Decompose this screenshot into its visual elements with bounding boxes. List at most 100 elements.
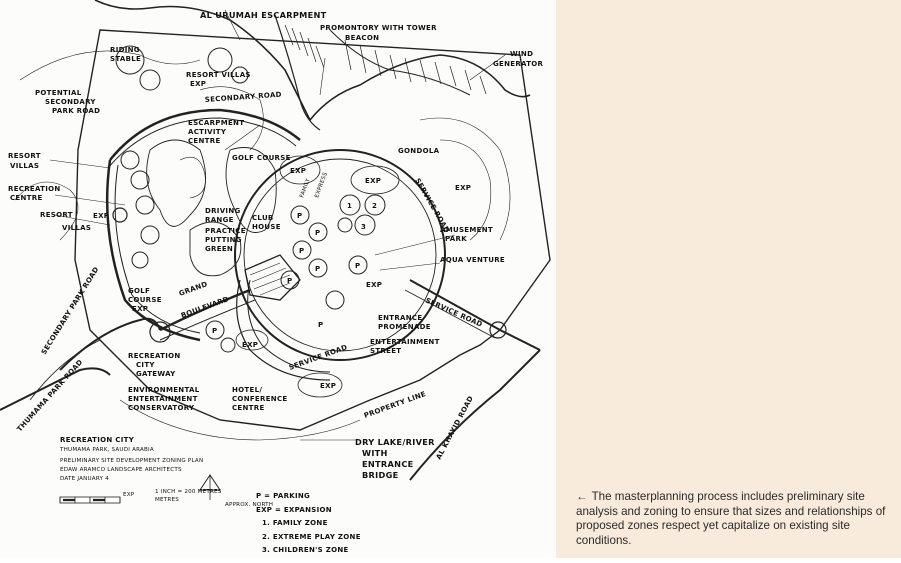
label-recreation-city-gateway-1: RECREATION [128, 352, 181, 360]
label-recreation-city-gateway-2: CITY [136, 361, 155, 369]
figure-caption: ←The masterplanning process includes pre… [576, 490, 894, 548]
label-grand-boulevard-2: BOULEVARD [180, 295, 230, 320]
label-p-7: P [318, 321, 323, 329]
label-amusement-park-1: AMUSEMENT [440, 226, 493, 234]
label-escarpment-activity-1: ESCARPMENT [188, 119, 244, 127]
label-amusement-park-2: PARK [445, 235, 467, 243]
label-service-road-e: SERVICE ROAD [424, 297, 484, 329]
scale-exp-label: EXP [123, 492, 135, 498]
legend-zone-3: 3. CHILDREN'S ZONE [262, 546, 349, 554]
label-golf-course-exp-2: COURSE [128, 296, 162, 304]
label-resort-villas-1: RESORT [8, 152, 41, 160]
scale-note-2: METRES [155, 497, 179, 503]
label-hotel-2: CONFERENCE [232, 395, 287, 403]
label-p-4: P [315, 265, 320, 273]
label-exp-west: EXP [93, 212, 109, 220]
label-express: EXPRESS [314, 171, 329, 198]
zone-number-2: 2 [372, 202, 377, 210]
label-resort-villas-w-2: VILLAS [62, 224, 91, 232]
label-club-house-2: HOUSE [252, 223, 281, 231]
label-p-3: P [299, 247, 304, 255]
label-wind-1: WIND [510, 50, 533, 58]
label-recreation-centre-2: CENTRE [10, 194, 43, 202]
legend-expansion: EXP = EXPANSION [256, 506, 332, 514]
caption-text: The masterplanning process includes prel… [576, 490, 886, 547]
label-practice-putting-3: GREEN [205, 245, 233, 253]
label-exp-east: EXP [455, 184, 471, 192]
legend-zone-1: 1. FAMILY ZONE [262, 519, 328, 527]
caption-panel: ←The masterplanning process includes pre… [556, 0, 901, 558]
label-escarpment-activity-2: ACTIVITY [188, 128, 227, 136]
label-property-line: PROPERTY LINE [363, 390, 427, 420]
title-line-1: RECREATION CITY [60, 436, 135, 444]
label-exp-north: EXP [290, 167, 306, 175]
label-p-5: P [287, 277, 292, 285]
legend-parking: P = PARKING [256, 492, 310, 500]
label-resort-villas-exp-2: EXP [190, 80, 206, 88]
label-p-1: P [297, 212, 302, 220]
label-dry-lake-4: BRIDGE [362, 470, 399, 480]
label-hotel-3: CENTRE [232, 404, 265, 412]
label-entrance-promenade-1: ENTRANCE [378, 314, 422, 322]
scale-note-1: 1 INCH = 200 METRES [155, 489, 222, 495]
zone-number-1: 1 [347, 202, 352, 210]
label-riding-1: RIDING [110, 46, 140, 54]
label-potential-2: SECONDARY [45, 98, 96, 106]
label-environmental-2: ENTERTAINMENT [128, 395, 198, 403]
label-exp-south: EXP [242, 341, 258, 349]
plan-drawing: RECREATION CITY THUMAMA PARK, SAUDI ARAB… [0, 0, 551, 554]
label-family: FAMILY [299, 177, 312, 198]
label-escarpment-activity-3: CENTRE [188, 137, 221, 145]
label-secondary-road: SECONDARY ROAD [205, 91, 282, 104]
left-arrow-icon: ← [576, 490, 588, 503]
label-gondola: GONDOLA [398, 147, 440, 155]
label-promontory-1: PROMONTORY WITH TOWER [320, 24, 437, 32]
label-entertainment-street-2: STREET [370, 347, 401, 355]
label-p-8: P [212, 327, 217, 335]
label-resort-villas-exp-1: RESORT VILLAS [186, 71, 251, 79]
label-aqua-venture: AQUA VENTURE [440, 256, 505, 264]
label-exp-ne: EXP [365, 177, 381, 185]
label-al-khayid-road: AL KHAYID ROAD [435, 395, 475, 461]
label-p-2: P [315, 229, 320, 237]
label-hotel-1: HOTEL/ [232, 386, 262, 394]
label-golf-course-exp-1: GOLF [128, 287, 150, 295]
legend: P = PARKING EXP = EXPANSION 1. FAMILY ZO… [256, 492, 361, 554]
label-wind-2: GENERATOR [493, 60, 544, 68]
label-recreation-city-gateway-3: GATEWAY [136, 370, 176, 378]
label-potential-3: PARK ROAD [52, 107, 100, 115]
label-riding-2: STABLE [110, 55, 141, 63]
label-recreation-centre-1: RECREATION [8, 185, 61, 193]
label-exp-south-2: EXP [320, 382, 336, 390]
label-potential-1: POTENTIAL [35, 89, 82, 97]
label-grand-boulevard-1: GRAND [178, 280, 209, 298]
label-dry-lake-3: ENTRANCE [362, 459, 414, 469]
zone-number-3: 3 [361, 223, 366, 231]
label-promontory-2: BEACON [345, 34, 379, 42]
zone-numbers: 1 2 3 [347, 202, 377, 231]
label-driving-range-1: DRIVING [205, 207, 241, 215]
label-driving-range-2: RANGE [205, 216, 234, 224]
label-practice-putting-2: PUTTING [205, 236, 242, 244]
legend-zone-2: 2. EXTREME PLAY ZONE [262, 533, 361, 541]
label-resort-villas-2: VILLAS [10, 162, 39, 170]
title-block: RECREATION CITY THUMAMA PARK, SAUDI ARAB… [59, 436, 273, 508]
label-environmental-1: ENVIRONMENTAL [128, 386, 200, 394]
label-dry-lake-2: WITH [362, 448, 388, 458]
label-p-6: P [355, 262, 360, 270]
label-resort-villas-w-1: RESORT [40, 211, 73, 219]
label-golf-course: GOLF COURSE [232, 154, 291, 162]
label-exp-se: EXP [366, 281, 382, 289]
master-plan-sketch: RECREATION CITY THUMAMA PARK, SAUDI ARAB… [0, 0, 551, 554]
label-entertainment-street-1: ENTERTAINMENT [370, 338, 440, 346]
title-line-5: DATE JANUARY 4 [60, 476, 109, 482]
label-escarpment: AL URUMAH ESCARPMENT [200, 10, 327, 20]
label-entrance-promenade-2: PROMENADE [378, 323, 431, 331]
label-club-house-1: CLUB [252, 214, 274, 222]
label-service-road-s: SERVICE ROAD [288, 343, 349, 372]
label-golf-course-exp-3: EXP [132, 305, 148, 313]
label-practice-putting-1: PRACTICE [205, 227, 246, 235]
label-thumama-park-road: THUMAMA PARK ROAD [16, 358, 85, 433]
title-line-3: PRELIMINARY SITE DEVELOPMENT ZONING PLAN [60, 458, 203, 464]
